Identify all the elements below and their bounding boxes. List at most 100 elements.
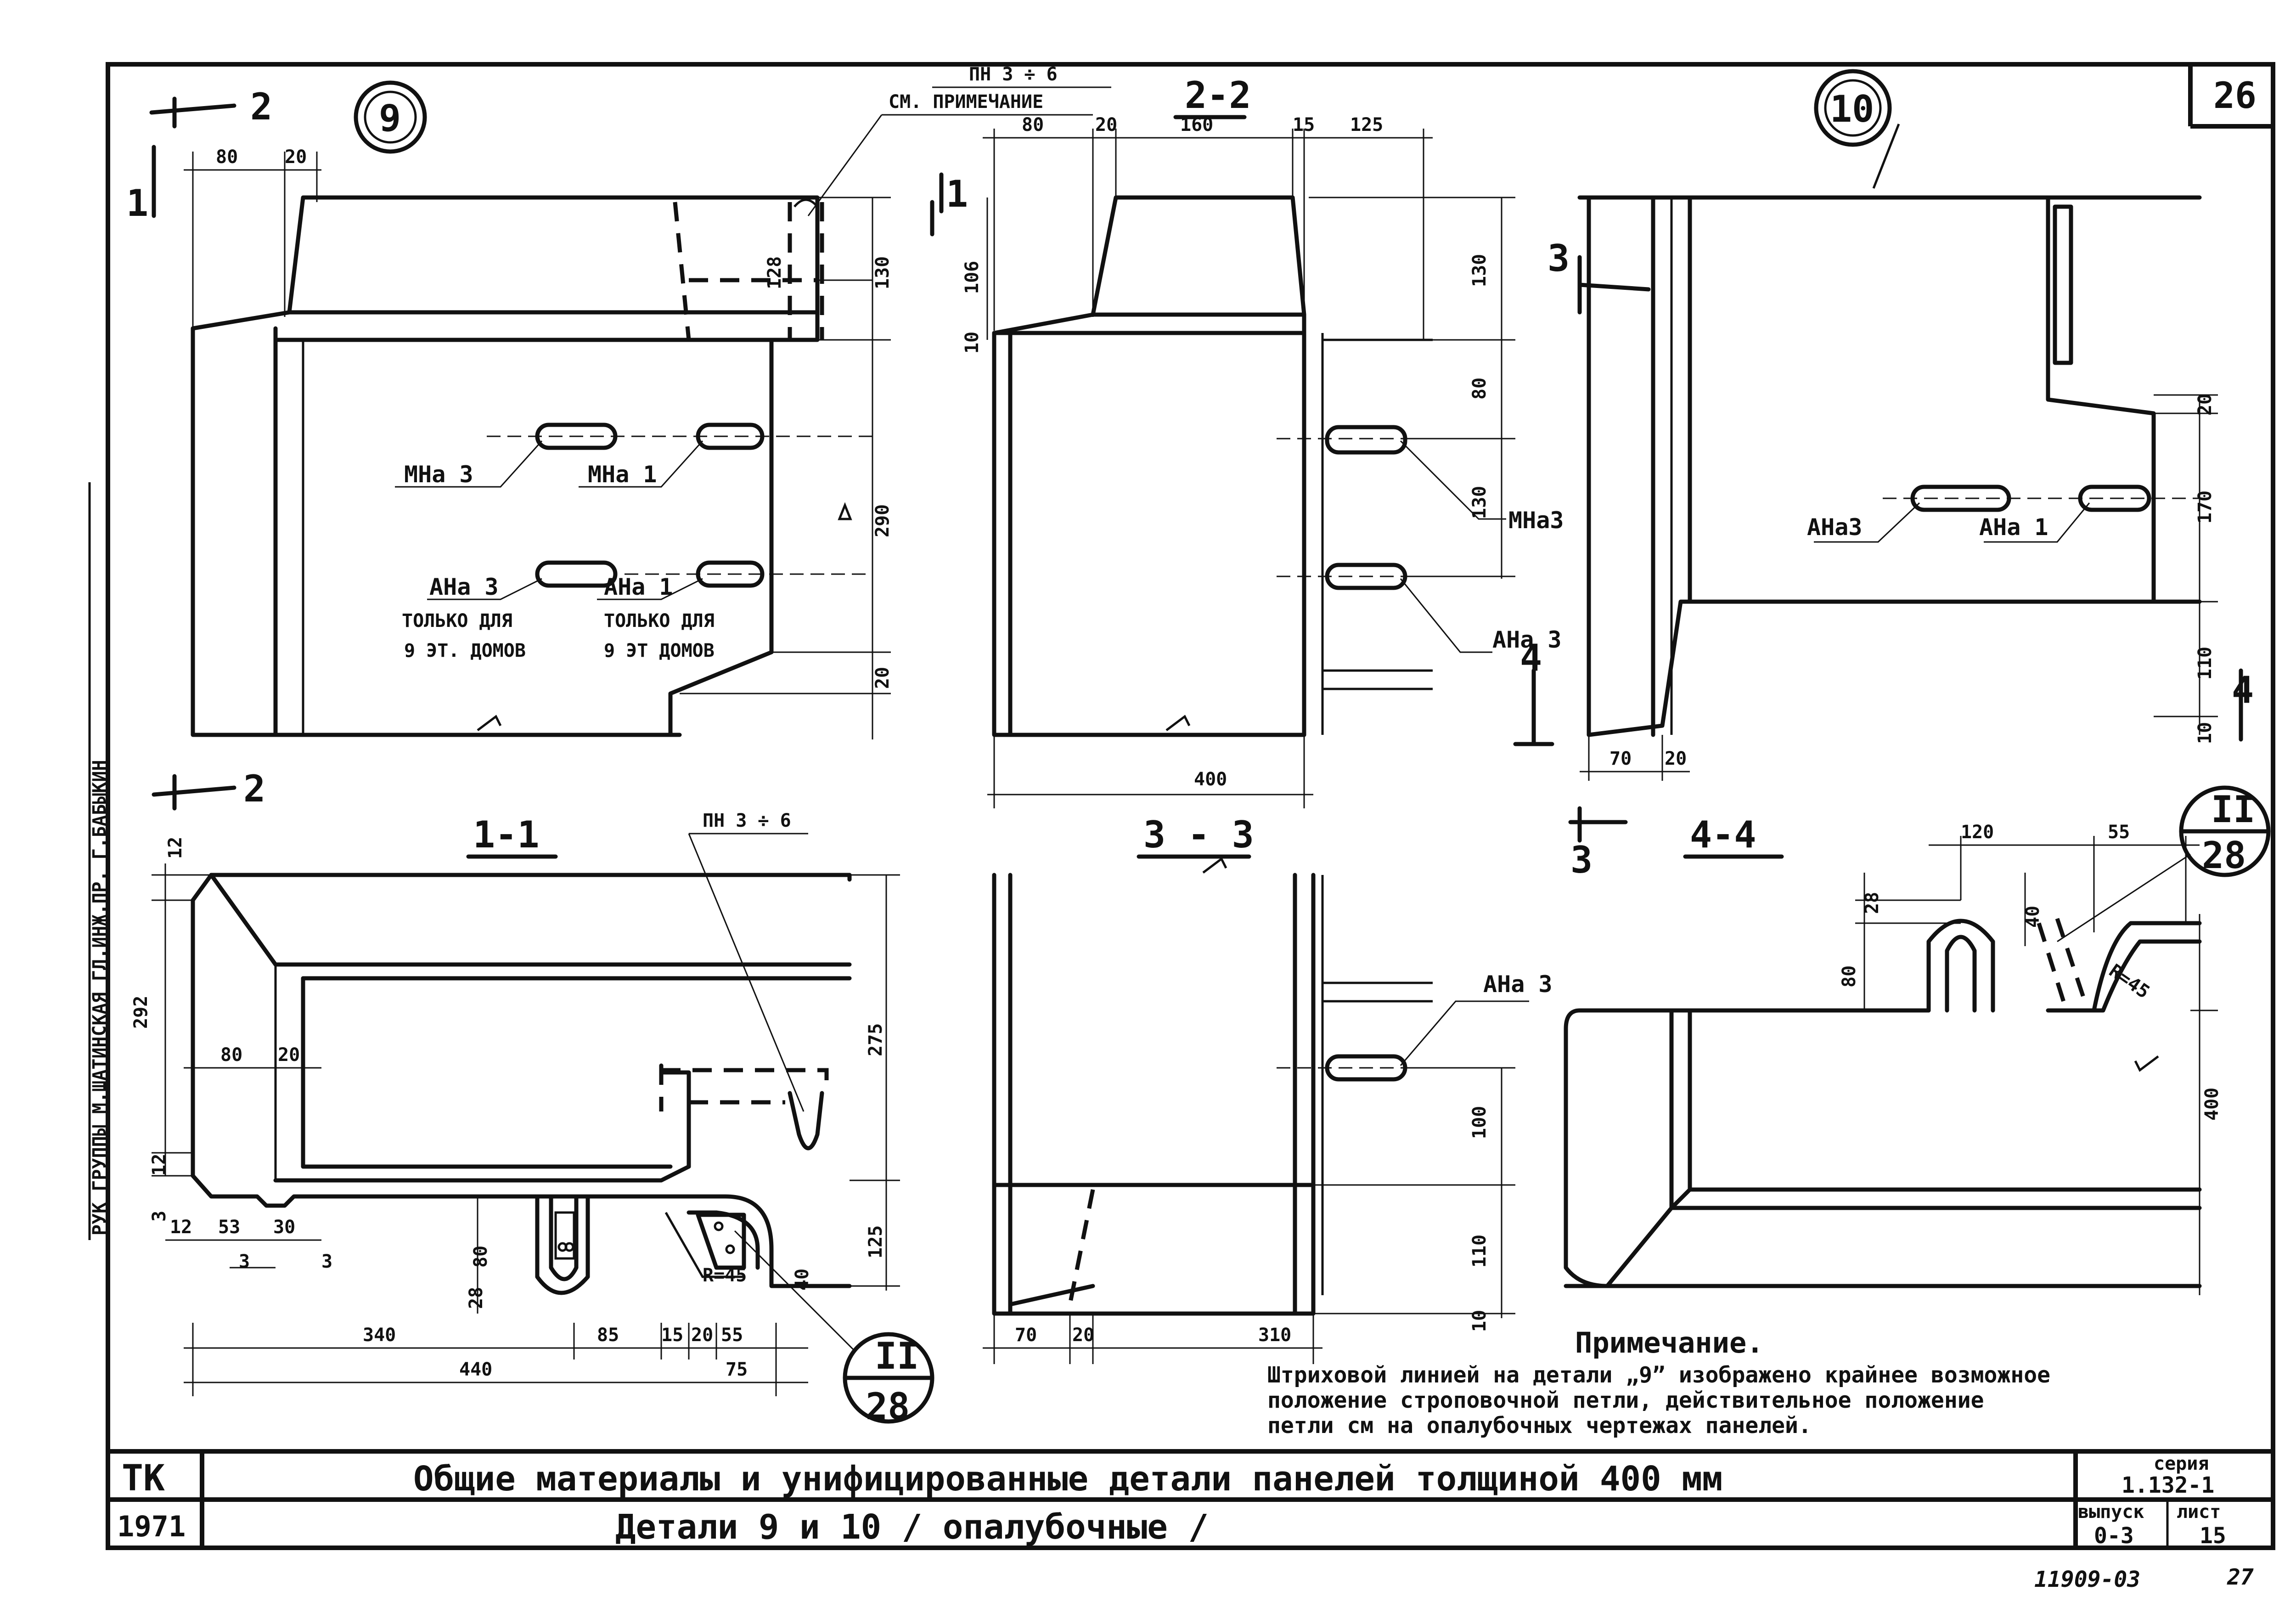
ref-II: II	[875, 1335, 919, 1377]
label-ana1-note: ТОЛЬКО ДЛЯ	[604, 610, 715, 632]
section-3-3: 3 - 3 АНа 3 100 110 10 70 20 310	[983, 813, 1553, 1364]
dim-33-110: 110	[1469, 1235, 1490, 1268]
sheet-index: 15	[2200, 1523, 2226, 1549]
dim-22-20: 20	[1095, 114, 1117, 135]
dim-22-106: 106	[962, 261, 983, 294]
dim-22-125: 125	[1350, 114, 1383, 135]
drawing-title: Общие материалы и унифицированные детали…	[413, 1459, 1722, 1499]
label-r45-b: R=45	[2105, 960, 2153, 1003]
dim-22-130a: 130	[1469, 254, 1490, 287]
dim-11-30: 30	[273, 1217, 295, 1238]
detail-9-number: 9	[379, 97, 401, 140]
note-line-2: положение строповочной петли, действител…	[1267, 1388, 1984, 1413]
label-10-ana1: АНа 1	[1979, 514, 2048, 541]
dim-11-12: 12	[165, 837, 186, 859]
dim-44-120: 120	[1961, 822, 1994, 843]
dim-11-340: 340	[363, 1325, 396, 1346]
section-3-3-title: 3 - 3	[1143, 813, 1254, 856]
dim-11-275: 275	[865, 1023, 886, 1056]
loop-mna1	[696, 423, 765, 450]
dim-9-290: 290	[872, 504, 893, 537]
dim-10-170: 170	[2195, 491, 2216, 524]
dim-11-12h: 12	[170, 1217, 192, 1238]
dim-10-20: 20	[2195, 394, 2216, 416]
dim-11-440: 440	[459, 1359, 492, 1380]
dim-10-20h: 20	[1665, 748, 1687, 769]
cut-mark-1-left: 1	[126, 182, 148, 225]
dim-44-40: 40	[2022, 906, 2043, 928]
label-pn-11: ПН 3 ÷ 6	[703, 810, 791, 831]
label-mna3: МНа 3	[404, 461, 473, 488]
section-4-4: 4-4 R=45 II 28 120 55 28 80	[1564, 785, 2271, 1295]
dim-33-100: 100	[1469, 1106, 1490, 1139]
dim-44-400: 400	[2201, 1088, 2223, 1121]
dim-10-10: 10	[2195, 722, 2216, 744]
section-2-2-title: 2-2	[1185, 74, 1251, 117]
dim-10-70: 70	[1609, 748, 1632, 769]
dim-11-80v: 80	[470, 1246, 491, 1268]
label-mna1: МНа 1	[588, 461, 657, 488]
footer-page: 27	[2227, 1564, 2254, 1590]
label-pn-top: ПН 3 ÷ 6	[969, 64, 1058, 85]
dim-44-80: 80	[1839, 965, 1860, 987]
dim-11-85: 85	[597, 1325, 619, 1346]
dim-22-10: 10	[962, 332, 983, 354]
dim-33-70: 70	[1015, 1325, 1037, 1346]
dim-11-53: 53	[218, 1217, 240, 1238]
section-1-1-title: 1-1	[473, 813, 540, 856]
note-line-3: петли см на опалубочных чертежах панелей…	[1267, 1413, 1812, 1438]
label-33-ana3: АНа 3	[1483, 971, 1553, 998]
dim-22-80v: 80	[1469, 378, 1490, 400]
label-see-note: СМ. ПРИМЕЧАНИЕ	[889, 91, 1043, 113]
dim-22-80: 80	[1022, 114, 1044, 135]
dim-10-110: 110	[2195, 647, 2216, 680]
cut-mark-1-22: 1	[946, 173, 968, 215]
label-ana3: АНа 3	[429, 574, 499, 600]
loop-22-mna3	[1325, 425, 1407, 455]
sheet-frame	[106, 62, 2275, 1550]
section-1-1: 1-1 R=45 ПН 3 ÷ 6 I	[130, 810, 934, 1428]
dim-11-20b: 20	[691, 1325, 713, 1346]
footer-code: 11909-03	[2034, 1567, 2140, 1592]
cut-mark-3-10: 3	[1548, 237, 1570, 280]
label-r45-a: R=45	[703, 1265, 747, 1286]
dim-44-55: 55	[2108, 822, 2130, 843]
detail-9-marker	[354, 80, 427, 154]
dim-9-20b: 20	[872, 667, 893, 689]
dim-33-310: 310	[1258, 1325, 1291, 1346]
dim-11-292: 292	[130, 996, 152, 1029]
general-note: Примечание. Штриховой линией на детали „…	[1267, 1326, 2050, 1438]
label-ana1-note2: 9 ЭТ ДОМОВ	[604, 640, 715, 661]
dim-22-130b: 130	[1469, 486, 1490, 519]
note-title: Примечание.	[1575, 1326, 1764, 1359]
dim-22-15: 15	[1293, 114, 1315, 135]
dim-11-12b: 12	[149, 1154, 170, 1176]
cut-mark-2-top: 2	[250, 85, 272, 128]
label-22-ana3: АНа 3	[1492, 626, 1562, 653]
stamp-year: 1971	[117, 1510, 186, 1543]
drawing-subtitle: Детали 9 и 10 / опалубочные /	[615, 1507, 1209, 1547]
dim-33-20: 20	[1072, 1325, 1094, 1346]
dim-9-80: 80	[216, 147, 238, 168]
dim-9-20: 20	[285, 147, 307, 168]
stamp-tk: ТК	[122, 1458, 165, 1499]
dim-11-3v: 3	[149, 1211, 170, 1222]
issue-label: выпуск	[2078, 1501, 2144, 1523]
section-2-2: 2-2 МНа3 АНа 3 1 80 20 160 15	[930, 74, 1564, 808]
sheet-label: лист	[2177, 1501, 2221, 1523]
dim-11-40: 40	[792, 1269, 813, 1291]
dim-44-28: 28	[1862, 892, 1883, 914]
section-4-4-title: 4-4	[1690, 813, 1756, 856]
series-number: 1.132-1	[2122, 1472, 2214, 1498]
dim-9-130: 130	[872, 256, 893, 289]
cut-mark-4-right: 4	[2232, 669, 2254, 711]
dim-11-75: 75	[726, 1359, 748, 1380]
dim-11-3a: 3	[239, 1251, 250, 1272]
dim-11-55: 55	[721, 1325, 743, 1346]
detail-10-marker	[1814, 69, 1892, 147]
dim-11-3b: 3	[321, 1251, 332, 1272]
dim-11-20: 20	[278, 1044, 300, 1066]
label-ana1: АНа 1	[604, 574, 673, 600]
ref-28: 28	[866, 1385, 910, 1428]
dim-22-400: 400	[1194, 769, 1227, 790]
